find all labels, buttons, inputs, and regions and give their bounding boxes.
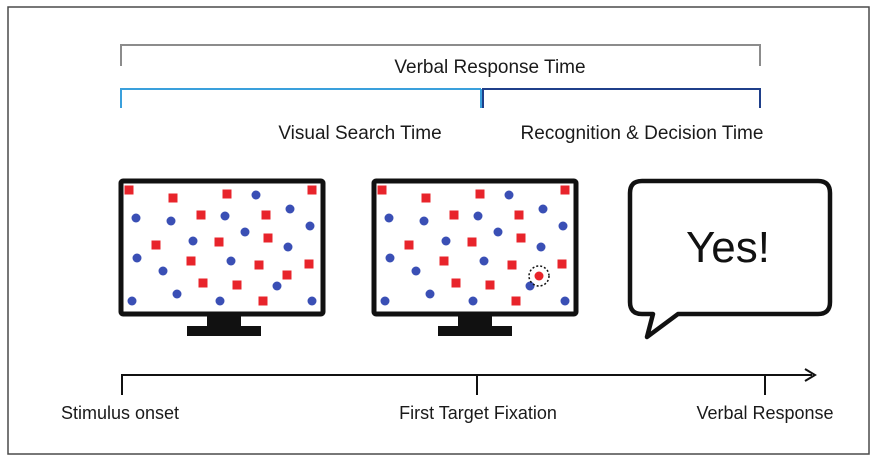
verbal-response-label: Verbal Response [696,403,833,423]
red-square-item [258,296,268,306]
red-square-item [475,189,485,199]
blue-dot-item [468,296,478,306]
red-square-item [307,185,317,195]
red-square-item [263,233,273,243]
blue-dot-item [251,190,261,200]
blue-dot-item [411,266,421,276]
blue-dot-item [220,211,230,221]
red-square-item [124,185,134,195]
blue-dot-item [283,242,293,252]
red-square-item [198,278,208,288]
blue-dot-item [215,296,225,306]
red-square-item [439,256,449,266]
target-item [534,271,544,281]
dashed-circle-icon [528,265,550,287]
blue-dot-item [307,296,317,306]
blue-dot-item [285,204,295,214]
speech-bubble-icon: Yes! [627,178,833,340]
blue-dot-item [558,221,568,231]
monitor-icon [371,178,579,336]
first-target-fixation-label: First Target Fixation [399,403,557,423]
red-square-item [421,193,431,203]
blue-dot-item [385,253,395,263]
search-display-1 [124,185,317,306]
red-square-item [304,259,314,269]
verbal-response-time-label: Verbal Response Time [394,57,585,78]
blue-dot-item [504,190,514,200]
red-square-item [511,296,521,306]
blue-dot-item [538,204,548,214]
blue-dot-item [158,266,168,276]
red-square-item [168,193,178,203]
red-square-item [282,270,292,280]
blue-dot-item [226,256,236,266]
timeline: Stimulus onset First Target Fixation Ver… [61,368,834,423]
blue-dot-item [536,242,546,252]
red-square-item [214,237,224,247]
red-square-item [449,210,459,220]
blue-dot-item [493,227,503,237]
blue-dot-item [425,289,435,299]
monitor-screen-1 [118,178,326,317]
recognition-decision-time-label: Recognition & Decision Time [521,123,764,144]
red-square-item [514,210,524,220]
blue-dot-item [525,281,535,291]
blue-dot-item [380,296,390,306]
visual-search-time-bracket: Visual Search Time [120,88,482,144]
blue-dot-item [419,216,429,226]
speech-bubble-text: Yes! [686,223,770,272]
red-square-item [151,240,161,250]
search-display-2 [377,185,570,306]
verbal-response-time-bracket: Verbal Response Time [120,44,761,78]
blue-dot-item [479,256,489,266]
red-square-item [451,278,461,288]
red-square-item [557,259,567,269]
blue-dot-item [473,211,483,221]
blue-dot-item [166,216,176,226]
red-square-item [404,240,414,250]
red-square-item [485,280,495,290]
blue-dot-item [272,281,282,291]
monitor-base-2 [438,326,512,336]
red-square-item [222,189,232,199]
blue-dot-item [172,289,182,299]
red-square-item [516,233,526,243]
arrow-right-icon [804,368,817,382]
visual-search-time-label: Visual Search Time [278,123,441,144]
stimulus-onset-label: Stimulus onset [61,403,179,423]
blue-dot-item [132,253,142,263]
monitor-neck-1 [207,314,241,328]
blue-dot-item [127,296,137,306]
blue-dot-item [560,296,570,306]
monitor-neck-2 [458,314,492,328]
blue-dot-item [188,236,198,246]
monitor-screen-2 [371,178,579,317]
blue-dot-item [131,213,141,223]
recognition-decision-time-bracket: Recognition & Decision Time [482,88,764,144]
blue-dot-item [240,227,250,237]
monitor-base-1 [187,326,261,336]
red-square-item [377,185,387,195]
blue-dot-item [384,213,394,223]
red-square-item [232,280,242,290]
red-square-item [467,237,477,247]
blue-dot-item [305,221,315,231]
red-square-item [196,210,206,220]
blue-dot-item [441,236,451,246]
monitor-icon [118,178,326,336]
red-square-item [254,260,264,270]
red-square-item [560,185,570,195]
red-square-item [186,256,196,266]
red-square-item [507,260,517,270]
red-square-item [261,210,271,220]
